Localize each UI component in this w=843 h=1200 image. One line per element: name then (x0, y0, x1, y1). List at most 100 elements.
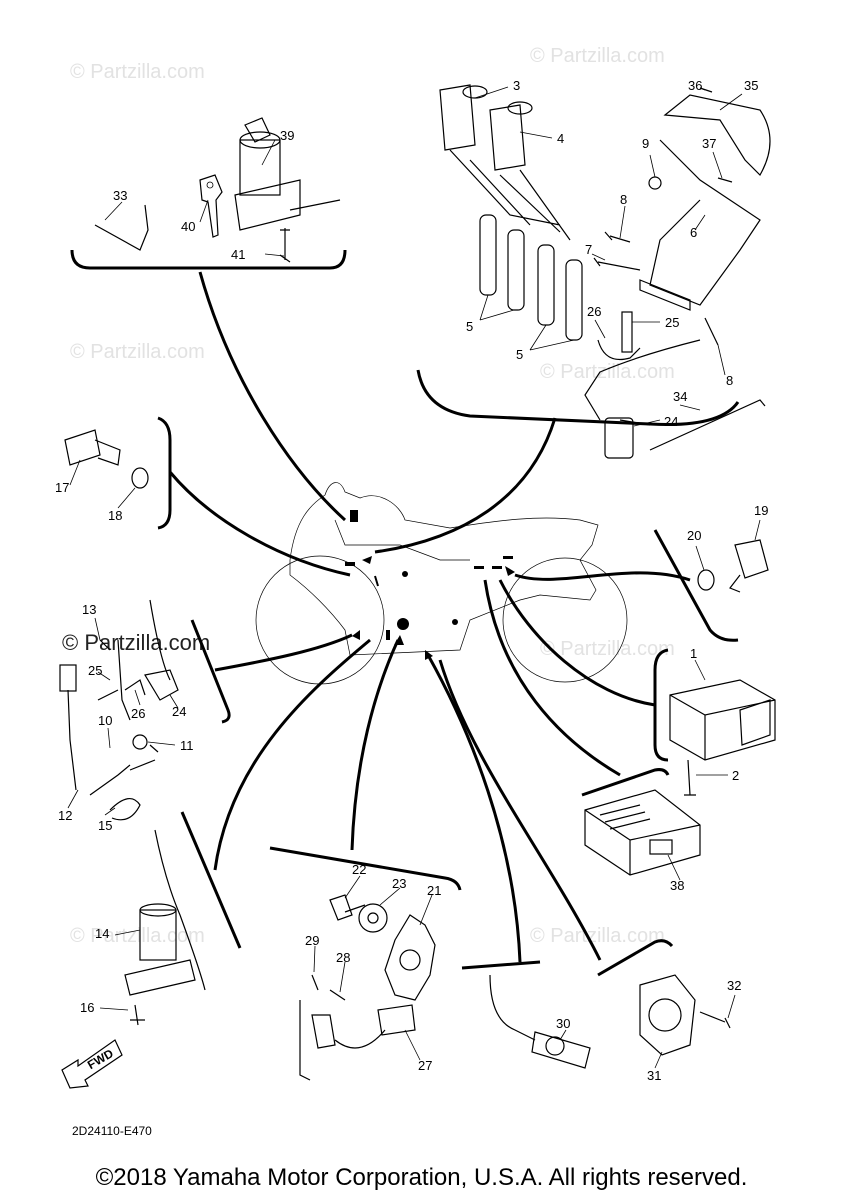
callout-37: 37 (702, 136, 716, 151)
callout-28: 28 (336, 950, 350, 965)
callout-9: 9 (642, 136, 649, 151)
leader-top-right (374, 417, 557, 554)
group-brackets (70, 249, 740, 977)
copyright-notice: ©2018 Yamaha Motor Corporation, U.S.A. A… (95, 1164, 748, 1191)
bracket-38 (581, 768, 670, 797)
callout-33: 33 (113, 188, 127, 203)
callout-16: 16 (80, 1000, 94, 1015)
callout-8: 8 (620, 192, 627, 207)
fwd-arrow: FWD (61, 1039, 123, 1089)
marker (374, 575, 379, 587)
callout-36: 36 (688, 78, 702, 93)
callout-32: 32 (727, 978, 741, 993)
marker-arrow (352, 630, 360, 640)
callout-6: 6 (690, 225, 697, 240)
motorcycle-silhouette (255, 482, 628, 685)
callout-24: 24 (172, 704, 186, 719)
leader-19 (514, 571, 691, 582)
marker-arrow (505, 566, 515, 576)
marker-arrow (362, 556, 372, 564)
bracket-ecu (653, 648, 669, 762)
rear-wheel (502, 557, 628, 683)
leader-top-left (198, 271, 347, 522)
callout-39: 39 (280, 128, 294, 143)
fwd-label: FWD (85, 1046, 116, 1072)
ignition-coils-3-4 (439, 84, 571, 241)
watermarks: © Partzilla.com © Partzilla.com © Partzi… (62, 45, 675, 947)
leader-31 (438, 659, 602, 961)
callout-leaders (67, 86, 761, 1069)
bracket-6-35 (639, 94, 771, 311)
callout-7: 7 (585, 242, 592, 257)
marker (402, 571, 408, 577)
callout-11: 11 (180, 738, 194, 753)
callout-38: 38 (670, 878, 684, 893)
callout-14: 14 (95, 926, 109, 941)
callout-23: 23 (392, 876, 406, 891)
callout-31: 31 (647, 1068, 661, 1083)
callout-25: 25 (665, 315, 679, 330)
bracket-right-19 (653, 529, 739, 642)
watermark: © Partzilla.com (540, 638, 675, 660)
marker (492, 566, 502, 569)
leader-ecu (498, 579, 656, 707)
bracket-left-17 (157, 416, 172, 530)
callout-21: 21 (427, 883, 441, 898)
plug-caps-5 (479, 214, 583, 341)
watermark-dark: © Partzilla.com (62, 630, 210, 655)
bike-outline (289, 482, 599, 656)
watermark: © Partzilla.com (70, 341, 205, 363)
callout-30: 30 (556, 1016, 570, 1031)
marker (397, 618, 409, 630)
callout-2: 2 (732, 768, 739, 783)
module-38 (584, 789, 701, 876)
bracket-31 (597, 939, 674, 977)
callout-22: 22 (352, 862, 366, 877)
bolts-small (593, 87, 733, 346)
bike-frame (334, 519, 470, 561)
callout-17: 17 (55, 480, 69, 495)
cam-sensor-group (584, 311, 701, 459)
callout-13: 13 (82, 602, 96, 617)
watermark: © Partzilla.com (530, 925, 665, 947)
leader-17 (168, 471, 351, 577)
callout-5: 5 (466, 319, 473, 334)
callout-5: 5 (516, 347, 523, 362)
o2-sensor-30 (489, 974, 591, 1069)
sensor-left-group (59, 599, 179, 821)
sensor-19 (697, 539, 769, 593)
callout-35: 35 (744, 78, 758, 93)
main-switch-39 (234, 117, 341, 231)
leader-14 (213, 638, 371, 871)
cable-tie-33 (94, 204, 149, 251)
key-40 (199, 174, 223, 238)
callout-40: 40 (181, 219, 195, 234)
callout-27: 27 (418, 1058, 432, 1073)
callout-41: 41 (231, 247, 245, 262)
marker-arrow (394, 635, 404, 645)
leader-curves (168, 271, 691, 963)
bracket-14 (180, 811, 242, 949)
throttle-sensor-31 (639, 974, 731, 1056)
bolt-41 (279, 228, 291, 263)
leader-left-mid (214, 633, 353, 672)
callout-29: 29 (305, 933, 319, 948)
marker (452, 619, 458, 625)
watermark: © Partzilla.com (70, 61, 205, 83)
callout-20: 20 (687, 528, 701, 543)
diagram-code: 2D24110-E470 (72, 1124, 152, 1138)
marker (350, 510, 358, 522)
callout-8: 8 (726, 373, 733, 388)
marker-arrow (425, 650, 433, 660)
watermark: © Partzilla.com (70, 925, 205, 947)
solenoid-14 (124, 829, 206, 1026)
callout-24: 24 (664, 414, 678, 429)
callout-4: 4 (557, 131, 564, 146)
callout-1: 1 (690, 646, 697, 661)
bracket-left-mid (190, 619, 231, 724)
callout-26: 26 (131, 706, 145, 721)
leader-30 (426, 654, 522, 963)
leader-38 (483, 579, 621, 777)
marker (386, 630, 390, 640)
parts-diagram: © Partzilla.com © Partzilla.com © Partzi… (55, 45, 776, 1138)
